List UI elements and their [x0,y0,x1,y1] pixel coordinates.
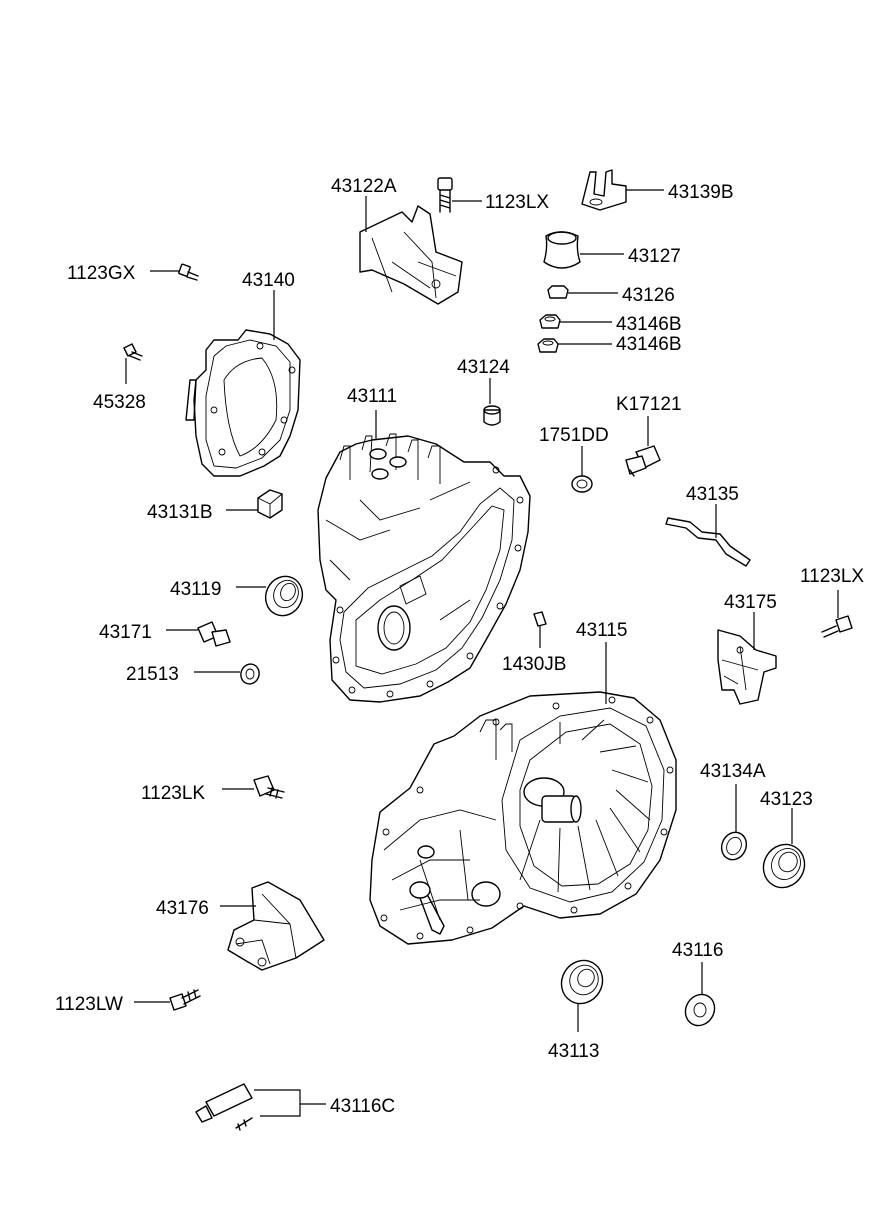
nut-43126-drawing [547,285,618,299]
label-1751DD: 1751DD [539,425,609,446]
label-1430JB: 1430JB [502,654,566,675]
strip-43135-drawing [665,504,751,567]
label-43126: 43126 [622,285,675,306]
pin-1430JB-drawing [533,611,547,648]
bolt-1123LX-right-drawing [821,590,853,638]
label-1123LX-right: 1123LX [800,566,864,587]
label-1123LK: 1123LK [141,783,205,804]
label-43140: 43140 [242,270,295,291]
seal-43134A-drawing [720,784,748,861]
bearing-43113-drawing [560,959,604,1032]
label-43123: 43123 [760,789,813,810]
plug-43171-drawing [166,621,231,647]
washer-1751DD-drawing [571,446,593,493]
label-1123GX: 1123GX [67,263,136,284]
bolt-1123GX-drawing [150,263,199,281]
label-43134A: 43134A [700,761,766,782]
label-43176: 43176 [156,898,209,919]
housing-43115-drawing [369,642,677,945]
bracket-43139B-drawing [581,169,664,211]
label-43127: 43127 [628,246,681,267]
label-K17121: K17121 [616,394,682,415]
label-43116: 43116 [672,940,723,961]
bolt-K17121-drawing [625,416,661,477]
cap-43127-drawing [543,231,624,269]
nut-43146B-2-drawing [537,338,612,353]
label-1123LX-top: 1123LX [485,192,549,213]
label-43113: 43113 [548,1041,599,1062]
label-43171: 43171 [99,622,152,643]
label-43131B: 43131B [147,502,213,523]
bolt-1123LX-top-drawing [437,177,482,213]
label-43119: 43119 [170,579,221,600]
label-43175: 43175 [724,592,777,613]
label-43124: 43124 [457,357,510,378]
washer-43116-drawing [684,962,716,1027]
bolt-1123LK-drawing [222,775,285,799]
label-43116C: 43116C [330,1096,395,1117]
label-43135: 43135 [686,484,739,505]
label-21513: 21513 [126,664,179,685]
bracket-43122A-drawing [359,196,463,305]
housing-43111-drawing [317,410,531,703]
bracket-43175-drawing [717,612,777,705]
label-43115: 43115 [576,620,627,641]
label-43146B-1: 43146B [616,314,682,335]
label-43122A: 43122A [331,176,397,197]
nut-43146B-1-drawing [539,314,612,329]
block-43131B-drawing [226,489,283,519]
bushing-43124-drawing [483,378,501,426]
bracket-43176-drawing [220,881,325,971]
label-1123LW: 1123LW [55,994,123,1015]
label-43139B: 43139B [668,182,734,203]
label-43146B-2: 43146B [616,334,682,355]
bearing-43119-drawing [236,575,304,617]
bolt-1123LW-drawing [134,989,201,1011]
cover-43140-drawing [185,290,301,477]
label-43111: 43111 [347,386,397,407]
bearing-43123-drawing [762,808,806,889]
pin-45328-drawing [123,343,143,384]
sealant-43116C-drawing [195,1083,326,1131]
washer-21513-drawing [194,663,260,685]
label-45328: 45328 [93,392,146,413]
